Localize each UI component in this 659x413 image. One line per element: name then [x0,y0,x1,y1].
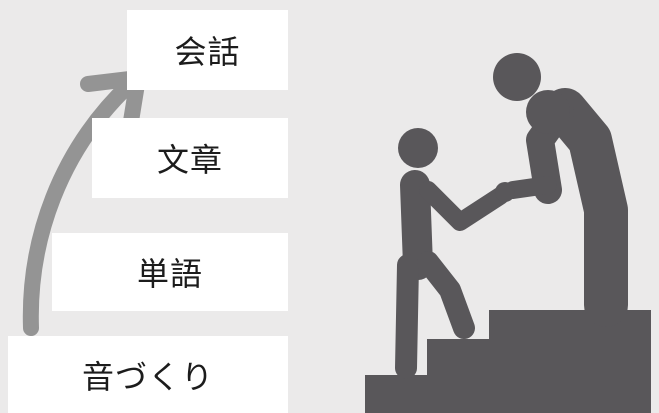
step-label-word: 単語 [136,255,203,293]
step-box-conversation: 会話 [127,10,288,90]
step-label-conversation: 会話 [174,33,241,71]
climber-torso-icon [400,170,433,280]
step-box-word: 単語 [52,233,288,311]
stairs-icon [365,310,651,413]
helper-head-icon [493,53,541,101]
helper-body-icon [543,88,628,327]
step-box-sound: 音づくり [8,336,288,413]
step-label-sentence: 文章 [156,141,223,179]
step-label-sound: 音づくり [81,357,214,396]
step-box-sentence: 文章 [92,118,288,198]
climber-head-icon [398,128,438,168]
